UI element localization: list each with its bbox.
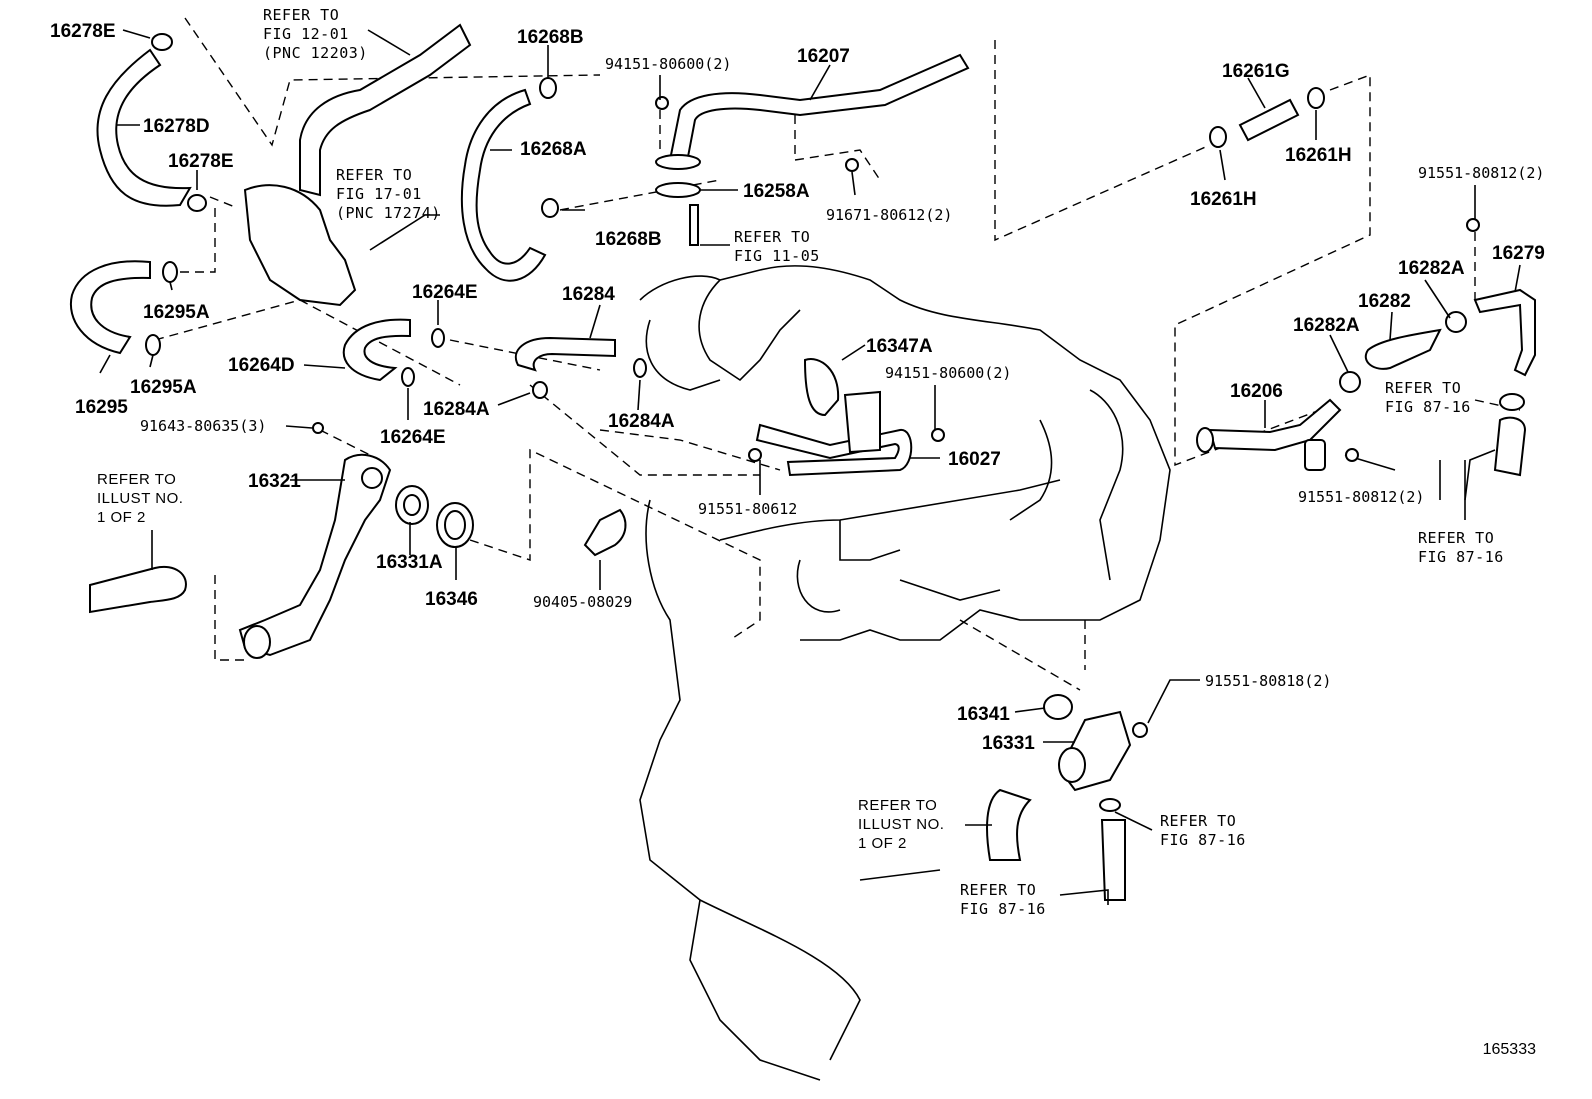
label-16264E-bot: 16264E: [380, 427, 446, 448]
refer-fig-11-05: REFER TO FIG 11-05: [734, 228, 820, 266]
label-94151-80600-mid: 94151-80600(2): [885, 364, 1012, 382]
refer-line: FIG 87-16: [960, 899, 1046, 918]
refer-line: ILLUST NO.: [858, 815, 945, 833]
refer-fig-87-16-a: REFER TO FIG 87-16: [1385, 379, 1471, 417]
label-16284A-left: 16284A: [423, 399, 490, 420]
clamp-16278E-mid: [187, 194, 207, 212]
hose-16264D: [342, 318, 445, 387]
label-16282A-top: 16282A: [1398, 258, 1465, 279]
refer-line: REFER TO: [734, 228, 811, 246]
refer-line: REFER TO: [960, 881, 1037, 899]
pipe-16207: [655, 53, 970, 246]
label-16278E-mid: 16278E: [168, 151, 234, 172]
label-16282: 16282: [1358, 291, 1411, 312]
refer-line: FIG 87-16: [1418, 547, 1504, 566]
label-16278E-top: 16278E: [50, 21, 116, 42]
clamp-16278E-top: [151, 33, 173, 51]
label-16264E-top: 16264E: [412, 282, 478, 303]
label-16341: 16341: [957, 704, 1010, 725]
label-16331: 16331: [982, 733, 1035, 754]
hose-16282: [1339, 311, 1467, 393]
pipe-16027: [755, 358, 913, 477]
label-16321: 16321: [248, 471, 301, 492]
hose-16261G: [1209, 87, 1325, 148]
refer-line: (PNC 12203): [263, 43, 368, 62]
label-16268A: 16268A: [520, 139, 587, 160]
refer-line: REFER TO: [858, 797, 938, 814]
refer-illust-bottom: REFER TO ILLUST NO. 1 OF 2: [858, 797, 944, 853]
label-16279: 16279: [1492, 243, 1545, 264]
label-91551-80812-right: 91551-80812(2): [1298, 488, 1425, 506]
leader-lines: [99, 29, 1521, 905]
refer-line: ILLUST NO.: [97, 489, 184, 507]
label-16206: 16206: [1230, 381, 1283, 402]
hose-16278D: [96, 48, 192, 207]
union-90405: [583, 508, 627, 557]
thermostat-16331A: [395, 485, 429, 525]
label-16264D: 16264D: [228, 355, 295, 376]
label-16295A-bot: 16295A: [130, 377, 197, 398]
label-16261H-left: 16261H: [1190, 189, 1257, 210]
refer-line: FIG 87-16: [1160, 830, 1246, 849]
refer-illust-left: REFER TO ILLUST NO. 1 OF 2: [97, 471, 183, 527]
label-16261G: 16261G: [1222, 61, 1290, 82]
refer-line: REFER TO: [1385, 379, 1462, 397]
label-16261H-right: 16261H: [1285, 145, 1352, 166]
figure-number: 165333: [1482, 1041, 1536, 1058]
refer-line: REFER TO: [336, 166, 413, 184]
label-16295: 16295: [75, 397, 128, 418]
label-90405-08029: 90405-08029: [533, 593, 633, 611]
refer-fig-87-16-d: REFER TO FIG 87-16: [960, 881, 1046, 919]
hose-16268A: [460, 77, 559, 282]
label-16207: 16207: [797, 46, 850, 67]
label-16258A: 16258A: [743, 181, 810, 202]
refer-line: REFER TO: [97, 471, 177, 488]
gasket-16346: [436, 502, 474, 548]
label-91551-80818: 91551-80818(2): [1205, 672, 1332, 690]
refer-line: REFER TO: [1418, 529, 1495, 547]
water-outlet-16331: [1043, 694, 1132, 792]
refer-line: FIG 12-01: [263, 24, 349, 43]
label-91643-80635: 91643-80635(3): [140, 417, 267, 435]
refer-fig-12-01: REFER TO FIG 12-01 (PNC 12203): [263, 6, 368, 62]
label-16282A-mid: 16282A: [1293, 315, 1360, 336]
refer-fig-87-16-c: REFER TO FIG 87-16: [1160, 812, 1246, 850]
label-16268B-top: 16268B: [517, 27, 584, 48]
bottom-hoses: [986, 788, 1126, 901]
refer-line: 1 OF 2: [97, 508, 146, 526]
label-16347A: 16347A: [866, 336, 933, 357]
right-hose: [1493, 393, 1527, 477]
label-16346: 16346: [425, 589, 478, 610]
water-outlet-pipe: [243, 23, 472, 307]
label-16268B-mid: 16268B: [595, 229, 662, 250]
refer-line: (PNC 17274): [336, 203, 441, 222]
refer-line: FIG 11-05: [734, 246, 820, 265]
hose-16284: [515, 336, 647, 399]
label-16284: 16284: [562, 284, 615, 305]
label-94151-80600-top: 94151-80600(2): [605, 55, 732, 73]
label-16278D: 16278D: [143, 116, 210, 137]
label-91551-80812-top: 91551-80812(2): [1418, 164, 1545, 182]
label-91551-80612: 91551-80612: [698, 500, 798, 518]
refer-line: REFER TO: [1160, 812, 1237, 830]
refer-line: FIG 17-01: [336, 184, 422, 203]
left-hose: [89, 565, 187, 614]
refer-line: FIG 87-16: [1385, 397, 1471, 416]
bracket-16279: [1473, 288, 1536, 377]
refer-line: REFER TO: [263, 6, 340, 24]
refer-fig-87-16-b: REFER TO FIG 87-16: [1418, 529, 1504, 567]
label-16027: 16027: [948, 449, 1001, 470]
refer-fig-17-01: REFER TO FIG 17-01 (PNC 17274): [336, 166, 441, 222]
label-91671-80612: 91671-80612(2): [826, 206, 953, 224]
refer-line: 1 OF 2: [858, 834, 907, 852]
engine-block-outline: [639, 265, 1171, 1081]
label-16331A: 16331A: [376, 552, 443, 573]
pipe-16206: [1196, 398, 1342, 471]
label-16284A-right: 16284A: [608, 411, 675, 432]
water-inlet-16321: [238, 453, 392, 659]
label-16295A-top: 16295A: [143, 302, 210, 323]
